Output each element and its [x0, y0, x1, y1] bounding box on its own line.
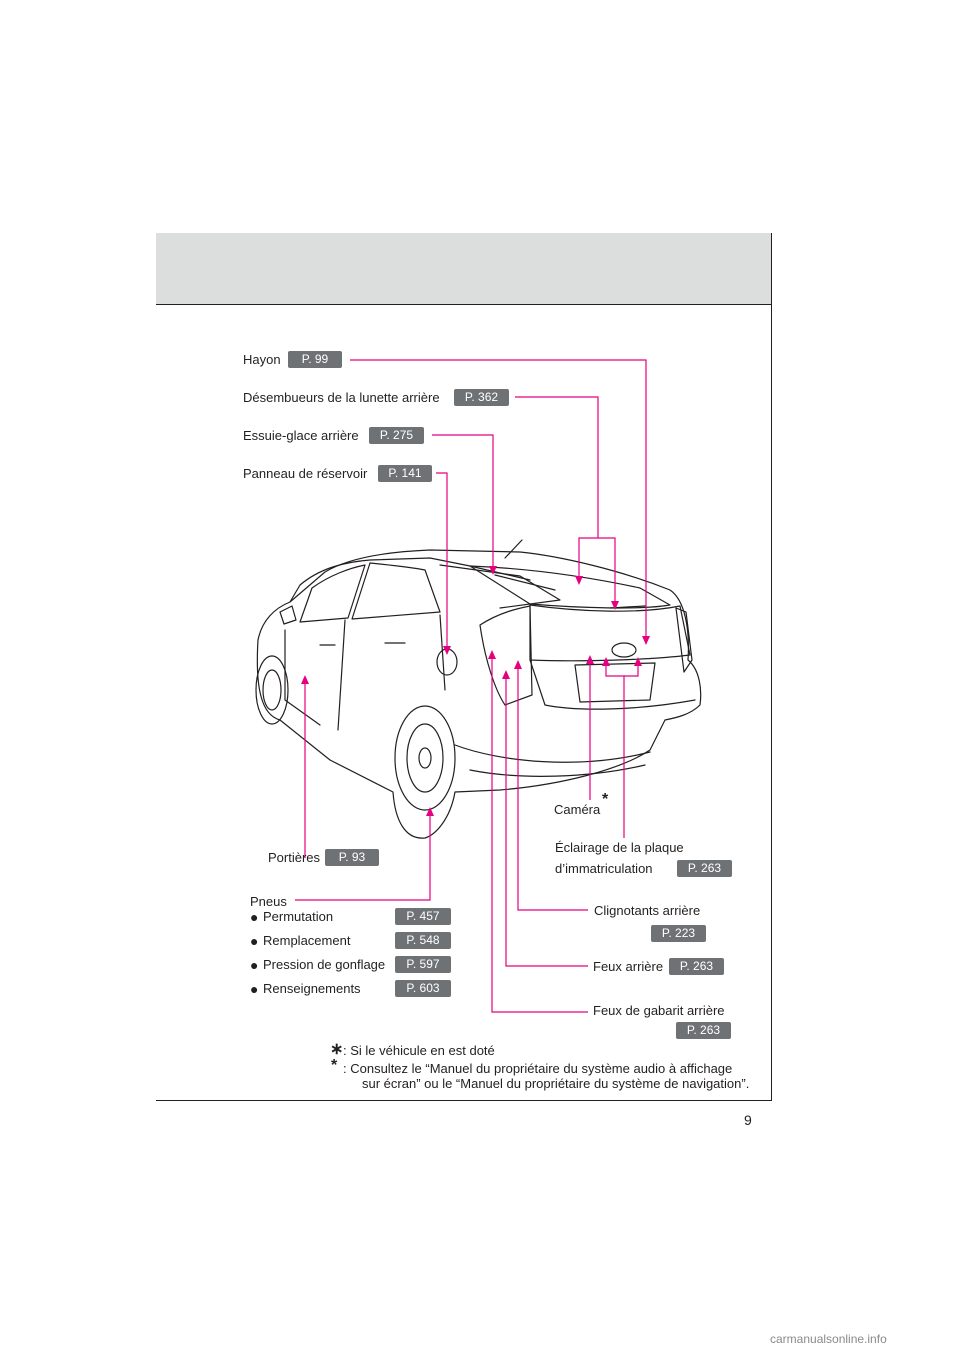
- pneus-pression-page-pill[interactable]: P. 597: [395, 956, 451, 973]
- portieres-page-pill[interactable]: P. 93: [325, 849, 379, 866]
- note1-text: : Si le véhicule en est doté: [343, 1043, 495, 1058]
- essuie-glace-page-pill[interactable]: P. 275: [369, 427, 424, 444]
- pneus-item-permutation: Permutation: [263, 909, 334, 924]
- clignotants-label: Clignotants arrière: [594, 903, 701, 918]
- pneus-item-pression: Pression de gonflage: [263, 957, 386, 972]
- clignotants-page-pill[interactable]: P. 223: [651, 925, 706, 942]
- pneus-bullet-1: ●: [250, 909, 259, 925]
- pneus-bullet-4: ●: [250, 981, 259, 997]
- pneus-permutation-page-pill[interactable]: P. 457: [395, 908, 451, 925]
- portieres-label: Portières: [268, 850, 321, 865]
- pneus-item-remplacement: Remplacement: [263, 933, 351, 948]
- feux-arriere-page-pill[interactable]: P. 263: [669, 958, 724, 975]
- camera-star-mark: *: [602, 791, 609, 808]
- feux-gabarit-page-pill[interactable]: P. 263: [676, 1022, 731, 1039]
- essuie-glace-label: Essuie-glace arrière: [243, 428, 359, 443]
- desembueurs-page-pill[interactable]: P. 362: [454, 389, 509, 406]
- header-band: [156, 233, 772, 305]
- feux-arriere-label: Feux arrière: [593, 959, 664, 974]
- note2-text-line1: : Consultez le “Manuel du propriétaire d…: [343, 1061, 733, 1076]
- pneus-bullet-3: ●: [250, 957, 259, 973]
- hayon-label: Hayon: [243, 352, 281, 367]
- panneau-label: Panneau de réservoir: [243, 466, 368, 481]
- panneau-page-pill[interactable]: P. 141: [378, 465, 432, 482]
- note2-text-line2: sur écran” ou le “Manuel du propriétaire…: [362, 1076, 750, 1091]
- eclairage-label-line1: Éclairage de la plaque: [555, 840, 684, 855]
- desembueurs-label: Désembueurs de la lunette arrière: [243, 390, 440, 405]
- pneus-renseignements-page-pill[interactable]: P. 603: [395, 980, 451, 997]
- pneus-remplacement-page-pill[interactable]: P. 548: [395, 932, 451, 949]
- feux-gabarit-label: Feux de gabarit arrière: [593, 1003, 725, 1018]
- note2-mark: *: [331, 1057, 338, 1074]
- page-frame: [156, 233, 772, 1101]
- pneus-bullet-2: ●: [250, 933, 259, 949]
- eclairage-page-pill[interactable]: P. 263: [677, 860, 732, 877]
- page-number: 9: [744, 1112, 752, 1128]
- camera-label: Caméra: [554, 802, 601, 817]
- watermark: carmanualsonline.info: [770, 1332, 887, 1346]
- note1-mark: ∗: [330, 1041, 344, 1058]
- eclairage-label-line2: d’immatriculation: [555, 861, 653, 876]
- pneus-item-renseignements: Renseignements: [263, 981, 361, 996]
- hayon-page-pill[interactable]: P. 99: [288, 351, 342, 368]
- pneus-label: Pneus: [250, 894, 287, 909]
